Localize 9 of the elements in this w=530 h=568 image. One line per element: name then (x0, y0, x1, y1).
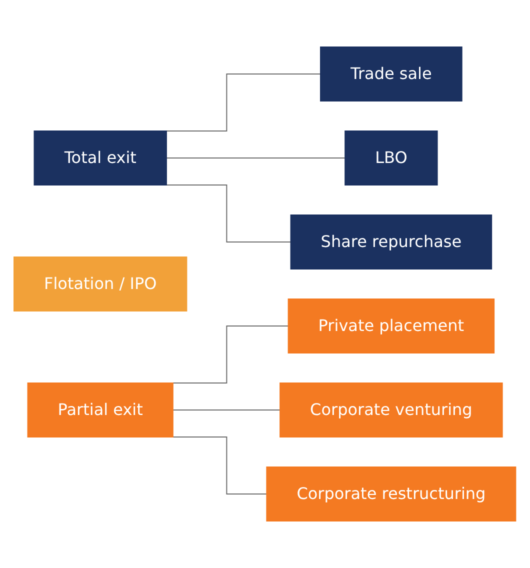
node-box: Flotation / IPO (14, 256, 188, 312)
node-box: Total exit (34, 130, 168, 186)
node-box: Trade sale (320, 46, 462, 102)
node-box: Corporate venturing (280, 382, 503, 438)
node-box: Corporate restructuring (266, 466, 516, 522)
node-box: Partial exit (27, 382, 174, 438)
node-box: Private placement (288, 298, 495, 354)
node-box: LBO (344, 130, 438, 186)
node-box: Share repurchase (290, 214, 492, 270)
